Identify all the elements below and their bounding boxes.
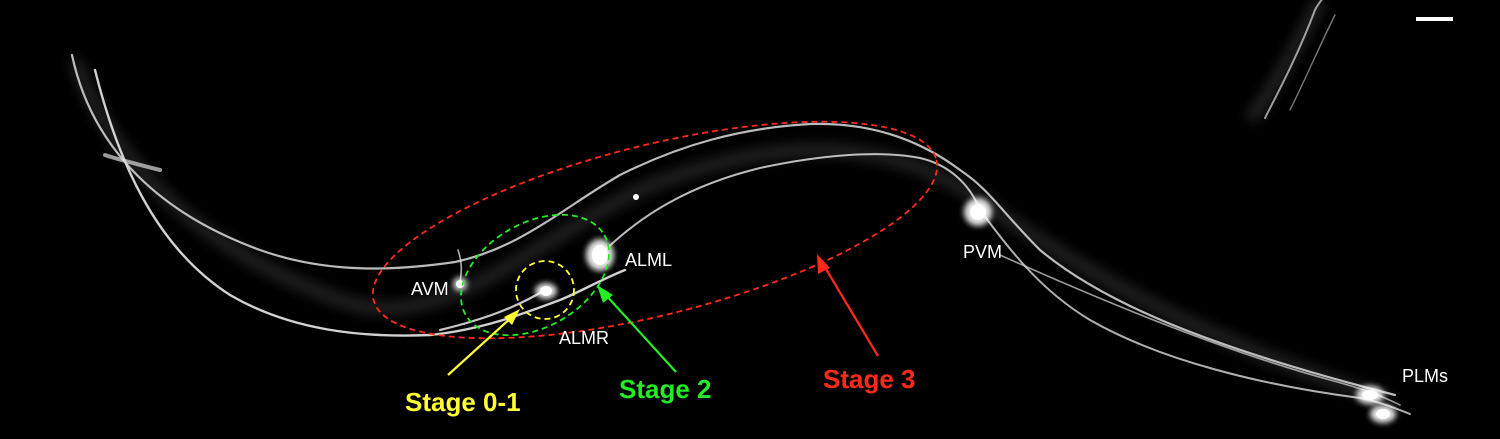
upper-body-process — [70, 53, 1397, 397]
stage-3-region-ellipse — [371, 120, 939, 340]
worm-body-haze — [68, 0, 1393, 407]
stage-0-1-arrowhead — [504, 309, 520, 325]
avm-soma — [456, 280, 464, 288]
neuron-label-avm: AVM — [411, 279, 449, 299]
scale-bar — [1416, 17, 1453, 21]
stage-2-arrowhead — [597, 285, 613, 303]
alm-process — [599, 153, 981, 256]
alml-soma — [592, 245, 608, 265]
process-end-dot — [633, 194, 639, 200]
nerve-ring-left — [103, 153, 162, 172]
stage-3-arrow — [822, 263, 879, 357]
stage-label-3: Stage 3 — [823, 364, 916, 394]
stage-2-region-ellipse — [460, 213, 610, 337]
stage-3-arrowhead — [817, 254, 830, 274]
distant-process-2 — [1289, 14, 1336, 111]
stage-2-arrow — [603, 292, 677, 373]
stage-label-2: Stage 2 — [619, 374, 712, 404]
pvm-soma — [970, 204, 986, 220]
stage-0-1-arrow — [447, 315, 514, 376]
stage-0-1-region-ellipse — [515, 260, 575, 320]
distant-process — [1264, 0, 1323, 119]
neuron-label-plms: PLMs — [1402, 366, 1449, 386]
lower-body-process — [93, 68, 627, 337]
neuron-label-pvm: PVM — [963, 242, 1003, 262]
cell-bodies — [453, 194, 1396, 423]
neurite-processes — [70, 0, 1411, 415]
neuron-label-almr: ALMR — [559, 328, 610, 348]
stage-label-0-1: Stage 0-1 — [405, 387, 521, 417]
neuron-label-alml: ALML — [625, 250, 673, 270]
plm-soma-2 — [1376, 409, 1390, 419]
plm-soma-1 — [1362, 390, 1378, 400]
almr-soma — [540, 286, 552, 296]
